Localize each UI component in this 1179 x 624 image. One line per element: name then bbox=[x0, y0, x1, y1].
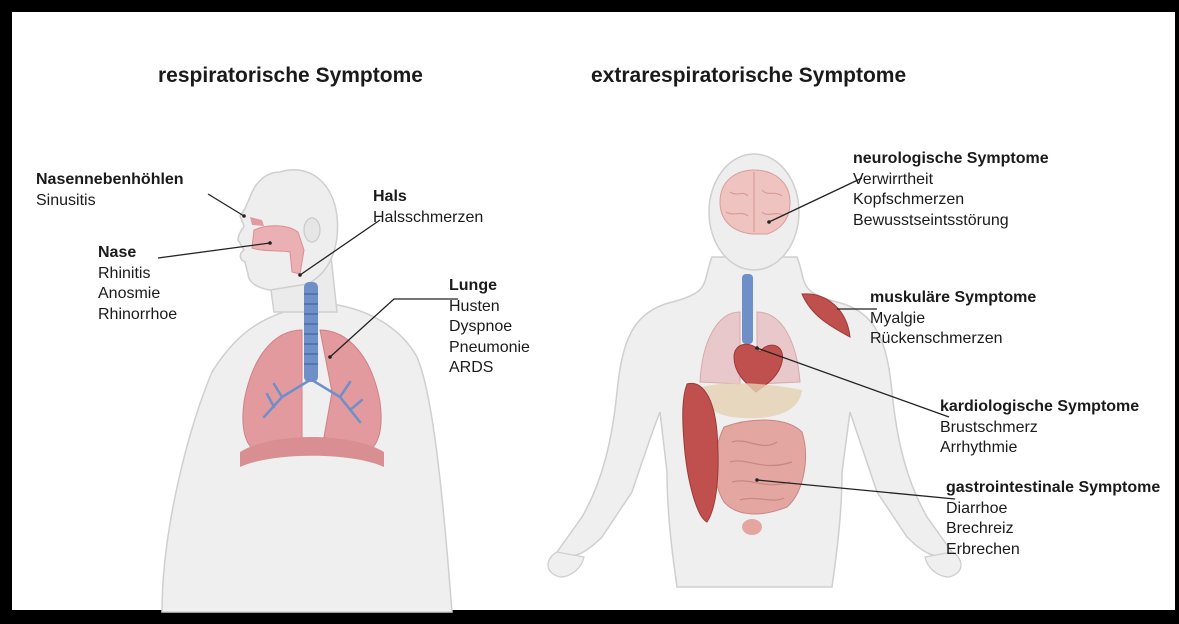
heading-extrarespiratory: extrarespiratorische Symptome bbox=[591, 64, 906, 88]
label-title: Lunge bbox=[449, 276, 530, 297]
label-muskulaer: muskuläre Symptome Myalgie Rückenschmerz… bbox=[870, 288, 1036, 350]
label-item: Brustschmerz bbox=[940, 418, 1139, 439]
label-item: Pneumonie bbox=[449, 338, 530, 359]
label-item: Myalgie bbox=[870, 309, 1036, 330]
label-item: Rhinitis bbox=[98, 264, 177, 285]
label-item: ARDS bbox=[449, 358, 530, 379]
label-title: kardiologische Symptome bbox=[940, 397, 1139, 418]
label-item: Verwirrtheit bbox=[853, 170, 1049, 191]
label-item: Rhinorrhoe bbox=[98, 305, 177, 326]
label-title: Nasennebenhöhlen bbox=[36, 170, 184, 191]
label-title: Nase bbox=[98, 243, 177, 264]
label-title: neurologische Symptome bbox=[853, 149, 1049, 170]
label-kardiologisch: kardiologische Symptome Brustschmerz Arr… bbox=[940, 397, 1139, 459]
label-item: Halsschmerzen bbox=[373, 208, 483, 229]
label-title: Hals bbox=[373, 187, 483, 208]
label-nasennebenhoehlen: Nasennebenhöhlen Sinusitis bbox=[36, 170, 184, 211]
label-item: Sinusitis bbox=[36, 191, 184, 212]
label-lunge: Lunge Husten Dyspnoe Pneumonie ARDS bbox=[449, 276, 530, 379]
trachea bbox=[304, 282, 318, 382]
heading-respiratory: respiratorische Symptome bbox=[158, 64, 423, 88]
label-title: gastrointestinale Symptome bbox=[946, 478, 1160, 499]
label-item: Bewusstseintsstörung bbox=[853, 211, 1049, 232]
label-item: Husten bbox=[449, 297, 530, 318]
label-item: Diarrhoe bbox=[946, 499, 1160, 520]
label-hals: Hals Halsschmerzen bbox=[373, 187, 483, 228]
label-title: muskuläre Symptome bbox=[870, 288, 1036, 309]
label-item: Rückenschmerzen bbox=[870, 329, 1036, 350]
intestines bbox=[715, 420, 806, 514]
label-item: Erbrechen bbox=[946, 540, 1160, 561]
brain bbox=[720, 170, 790, 234]
label-item: Brechreiz bbox=[946, 519, 1160, 540]
label-item: Kopfschmerzen bbox=[853, 190, 1049, 211]
label-gastrointestinal: gastrointestinale Symptome Diarrhoe Brec… bbox=[946, 478, 1160, 560]
label-item: Anosmie bbox=[98, 284, 177, 305]
label-nase: Nase Rhinitis Anosmie Rhinorrhoe bbox=[98, 243, 177, 325]
left-body bbox=[162, 170, 452, 612]
label-item: Dyspnoe bbox=[449, 317, 530, 338]
label-item: Arrhythmie bbox=[940, 438, 1139, 459]
label-neurologisch: neurologische Symptome Verwirrtheit Kopf… bbox=[853, 149, 1049, 231]
